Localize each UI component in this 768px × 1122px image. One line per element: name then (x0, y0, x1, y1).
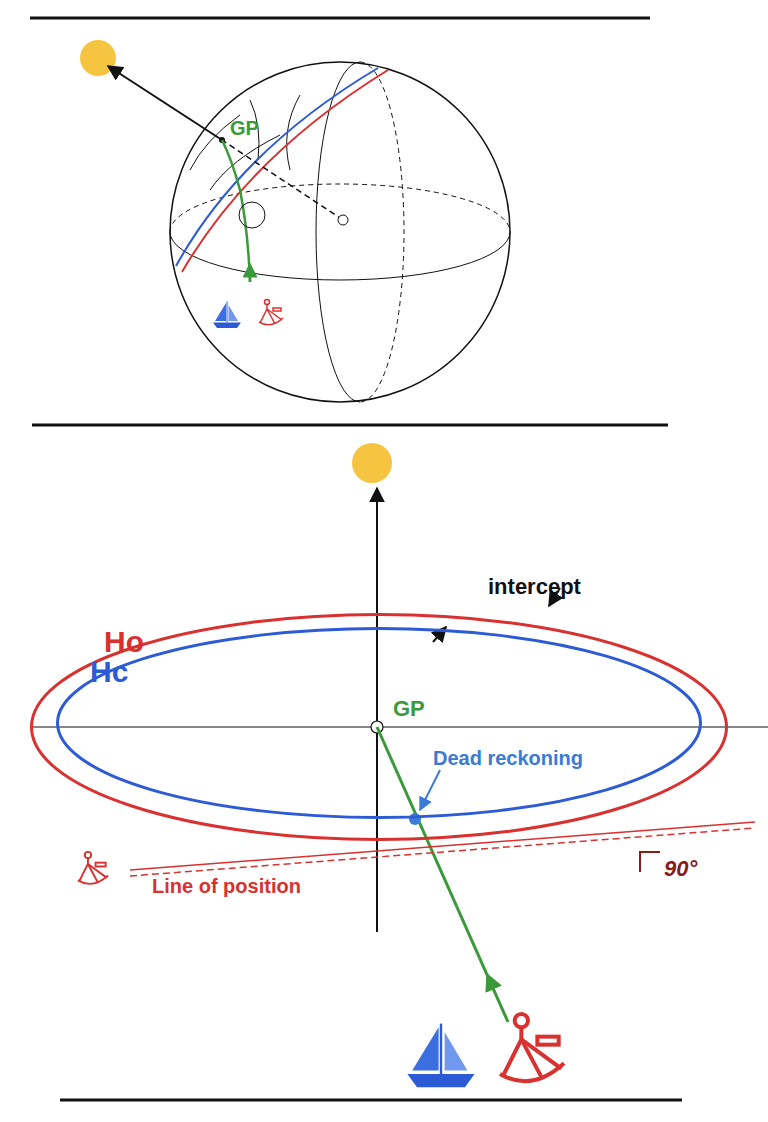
divider-line (32, 424, 668, 427)
sextant-icon (500, 1014, 564, 1081)
line-of-position (130, 822, 755, 870)
vertical-axis (376, 488, 378, 932)
azimuth-line (222, 140, 250, 282)
angle-label: 90° (664, 858, 697, 880)
dr-arrow (420, 770, 440, 810)
dead-reckoning-label: Dead reckoning (433, 748, 583, 768)
grid-arc (287, 95, 300, 170)
earth-center (338, 215, 348, 225)
boat-icon (213, 302, 241, 329)
ellipse-outline (56, 627, 702, 819)
meridian-front (316, 62, 360, 402)
boat-icon (407, 1024, 474, 1088)
sun-direction-arrow (108, 66, 222, 140)
divider-line (30, 17, 650, 20)
gp-label: GP (230, 118, 259, 138)
altitude-label: Ho (104, 627, 144, 657)
altitude-circle: HoHc (30, 613, 728, 841)
dead-reckoning-point (409, 813, 421, 825)
azimuth-arrow (490, 981, 494, 990)
gp-label: GP (393, 698, 425, 720)
azimuth-arrow (249, 270, 252, 282)
sextant-icon (78, 852, 108, 884)
right-angle-mark (640, 852, 660, 872)
azimuth-line (377, 727, 508, 1022)
globe-outline (170, 62, 510, 402)
center-line (222, 140, 343, 220)
intercept-label: intercept (488, 576, 581, 598)
divider-line (60, 1099, 682, 1102)
equator-front (170, 232, 510, 280)
ellipse-shape (32, 615, 727, 840)
ho-circle-arc (182, 70, 388, 272)
sun (352, 443, 392, 483)
equator-back (170, 184, 510, 232)
grid-arc (210, 135, 280, 190)
ellipse-shape (58, 629, 701, 818)
sextant-icon (259, 300, 283, 325)
altitude-circle: Hc (56, 627, 702, 819)
line-of-position-dashed (130, 828, 755, 876)
horizontal-axis (30, 726, 768, 727)
meridian-back (360, 62, 404, 402)
position-circle (239, 202, 265, 228)
altitude-label: Hc (90, 657, 128, 687)
line-of-position-label: Line of position (152, 876, 301, 896)
sun (80, 40, 116, 76)
